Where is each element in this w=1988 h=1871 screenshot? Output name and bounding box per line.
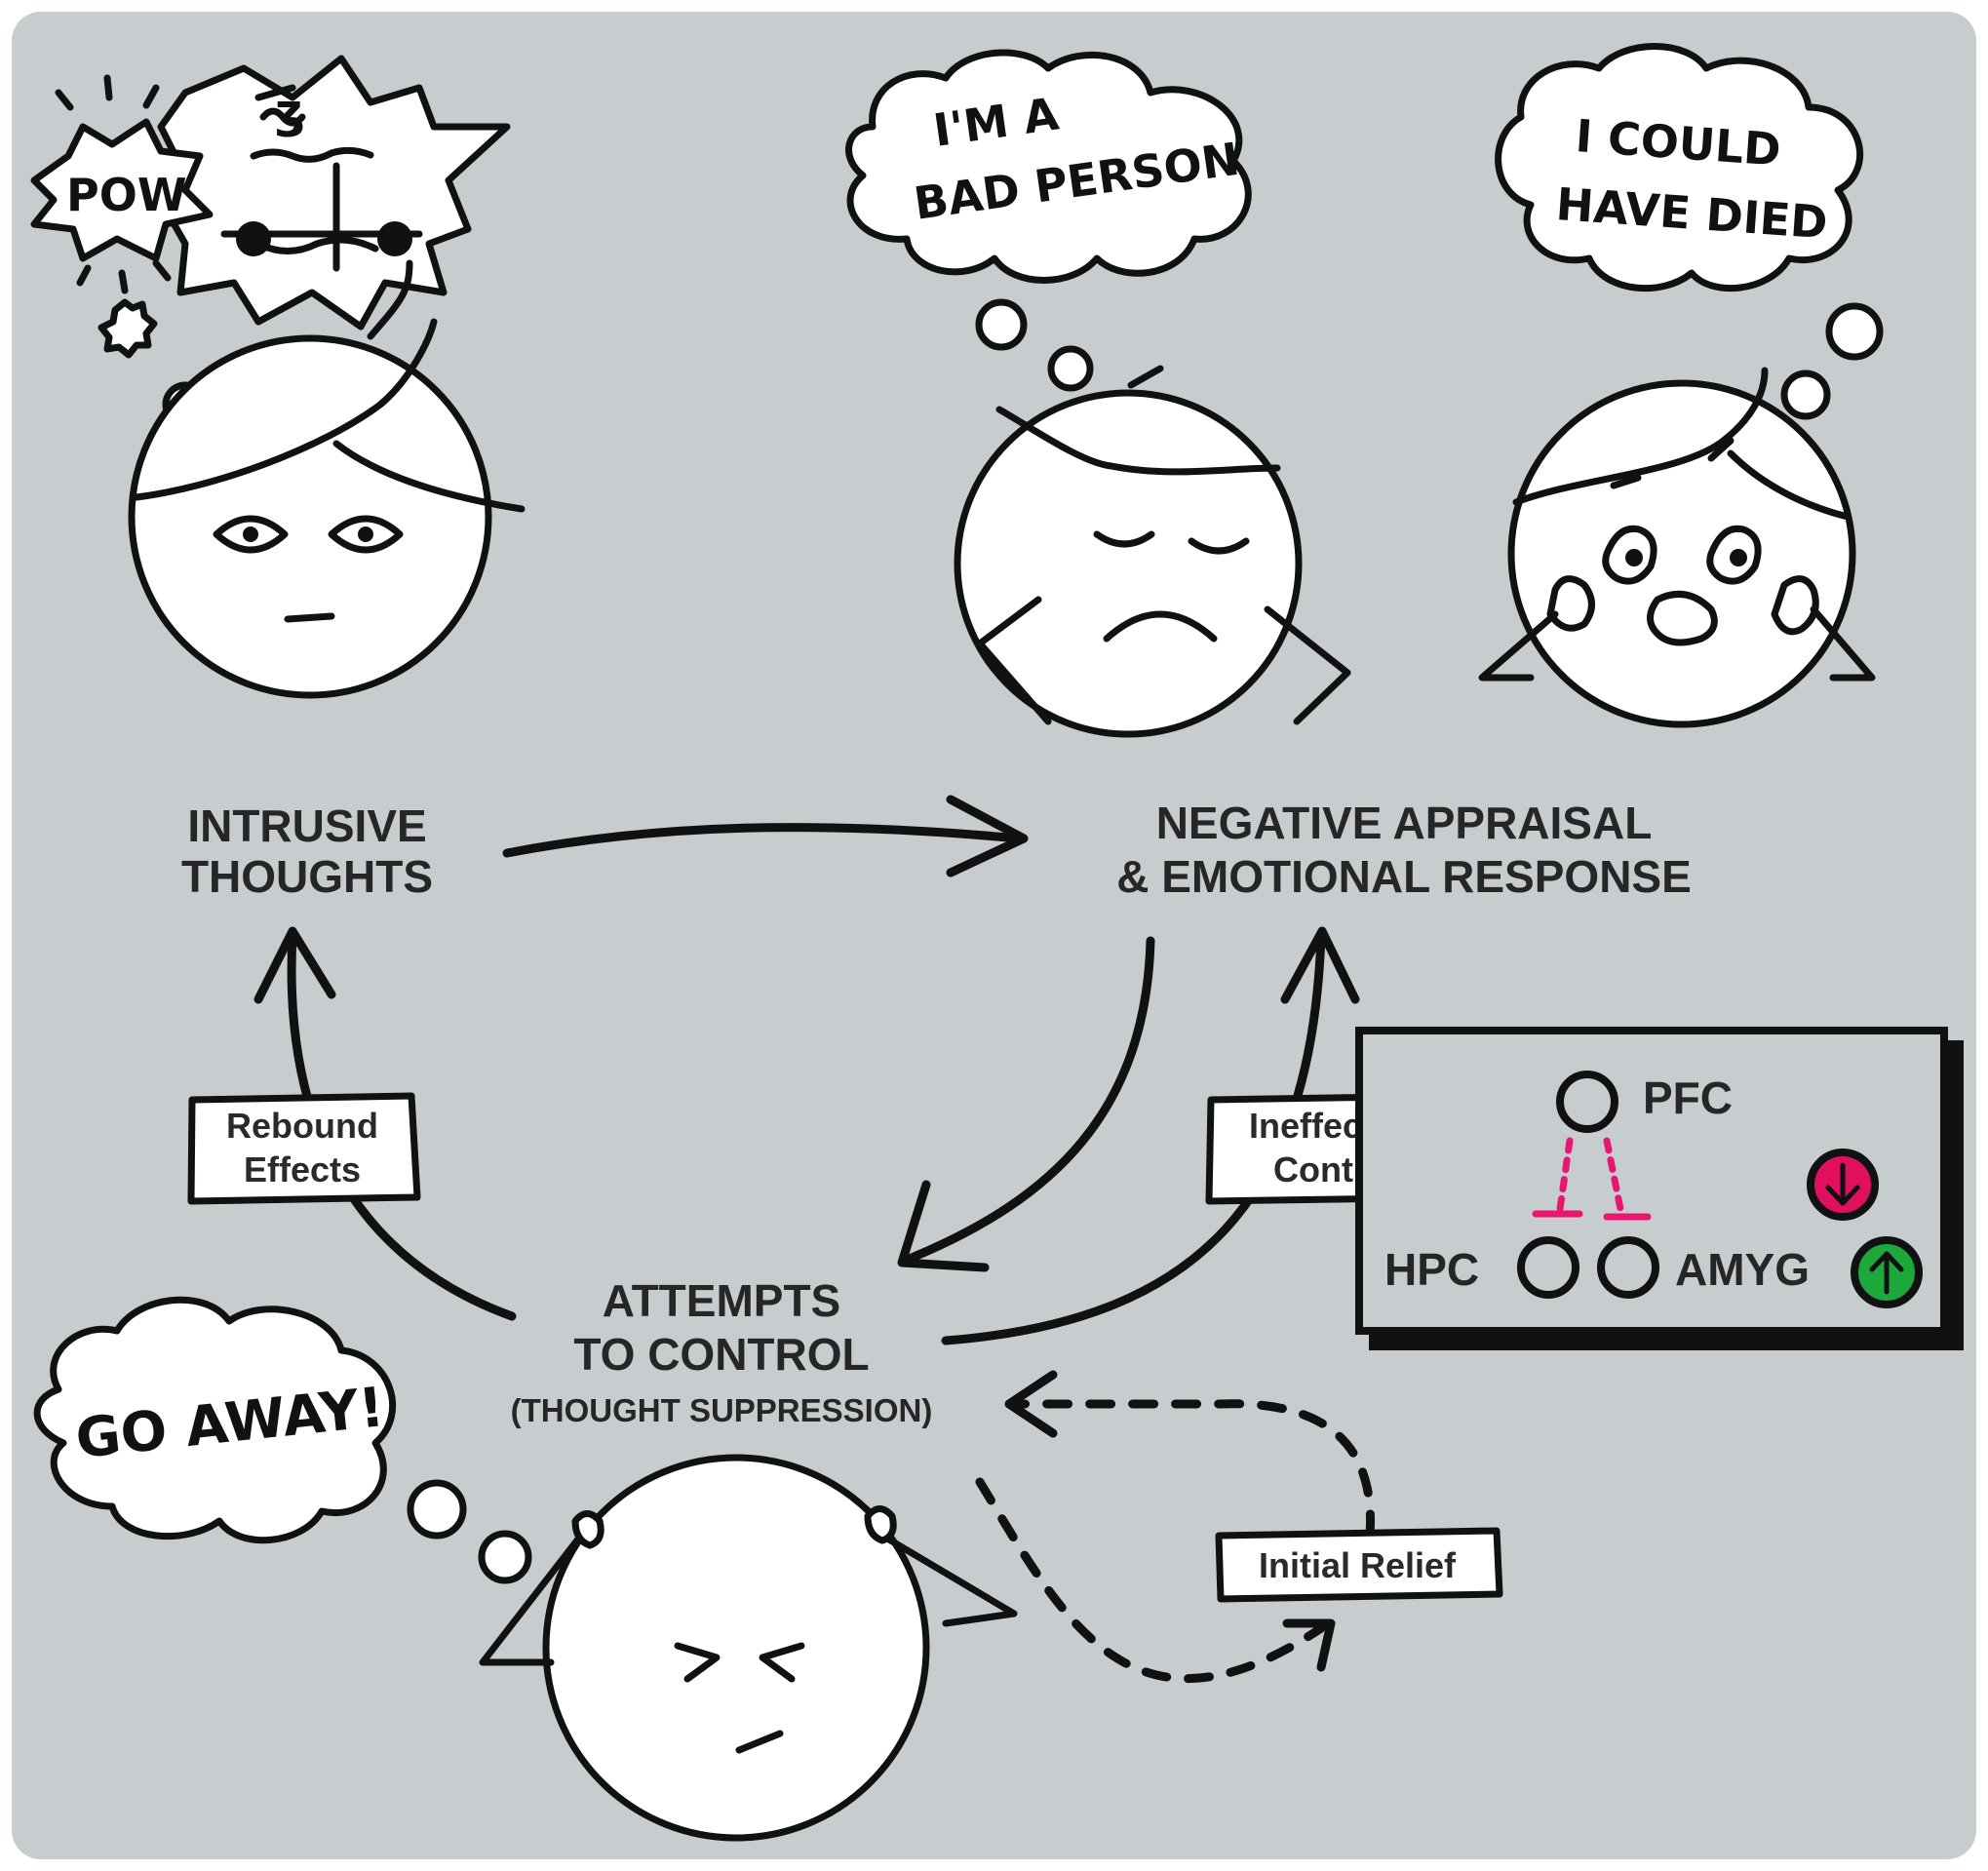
hpc-node — [1517, 1236, 1579, 1299]
brain-panel: PFC HPC AMYG — [1355, 1027, 1964, 1350]
down-arrow-icon — [1807, 1149, 1879, 1221]
amyg-node — [1597, 1236, 1659, 1299]
arrow-appraisal-to-control — [907, 936, 1155, 1263]
go-away-thought-bubble: GO AWAY! — [33, 1296, 532, 1584]
up-arrow-icon — [1851, 1236, 1923, 1308]
background-panel — [12, 12, 1976, 1859]
attempts-line3: (THOUGHT SUPPRESSION) — [511, 1392, 933, 1428]
hpc-label: HPC — [1384, 1244, 1479, 1295]
dashed-arrow-from-relief — [1009, 1399, 1376, 1540]
dashed-arrow-to-relief — [975, 1477, 1326, 1684]
attempts-line2: TO CONTROL — [573, 1329, 869, 1380]
intrusive-thought-bubble: ʒ POW — [30, 55, 511, 428]
rebound-effects-box: Rebound Effects — [187, 1092, 421, 1205]
pfc-to-hpc-inhibition — [1556, 1137, 1574, 1213]
bad-person-thought-bubble: I'M A BAD PERSON — [845, 49, 1252, 392]
pow-text: POW — [66, 169, 187, 221]
go-away-face — [479, 1454, 1018, 1842]
attempts-line1: ATTEMPTS — [603, 1275, 840, 1326]
car-wheel — [236, 221, 271, 256]
pfc-to-amyg-inhibition — [1603, 1137, 1624, 1213]
amyg-label: AMYG — [1675, 1244, 1810, 1295]
appraisal-line1: NEGATIVE APPRAISAL — [1156, 798, 1653, 848]
could-have-died-face — [1478, 367, 1876, 728]
intrusive-thoughts-line2: THOUGHTS — [181, 851, 433, 902]
pfc-node — [1556, 1071, 1618, 1133]
intrusive-thoughts-line1: INTRUSIVE — [187, 800, 426, 851]
car-wheel — [377, 221, 412, 256]
intrusive-face — [128, 259, 526, 699]
bad-person-face — [954, 365, 1351, 738]
car-squiggle: ʒ — [275, 84, 305, 138]
arrow-intrusive-to-appraisal — [502, 823, 1024, 858]
initial-relief-box: Initial Relief — [1215, 1527, 1503, 1603]
pfc-label: PFC — [1643, 1072, 1733, 1123]
initial-relief-label: Initial Relief — [1259, 1545, 1457, 1585]
appraisal-line2: & EMOTIONAL RESPONSE — [1116, 851, 1692, 902]
rebound-line2: Effects — [244, 1150, 361, 1189]
arrow-control-to-appraisal — [941, 931, 1326, 1345]
could-have-died-thought-bubble: I COULD HAVE DIED — [1495, 43, 1884, 420]
rebound-line1: Rebound — [226, 1106, 378, 1146]
